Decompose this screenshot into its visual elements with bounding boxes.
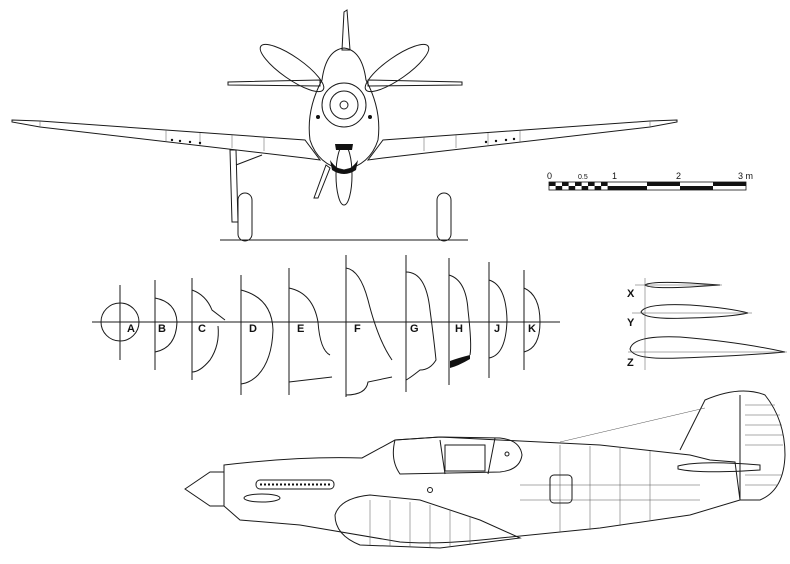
section-label-f: F (354, 323, 361, 335)
scale-bar: 0 0.5 1 2 3 m (547, 171, 753, 191)
section-label-c: C (198, 323, 206, 335)
section-label-h: H (455, 323, 463, 335)
airfoil-label-z: Z (627, 357, 634, 369)
scale-label-0-5: 0.5 (578, 174, 588, 181)
section-label-e: E (297, 323, 304, 335)
section-label-g: G (410, 323, 419, 335)
section-label-b: B (158, 323, 166, 335)
scale-label-0: 0 (547, 171, 552, 181)
scale-label-2: 2 (676, 171, 681, 181)
section-label-d: D (249, 323, 257, 335)
airfoil-label-y: Y (627, 317, 635, 329)
section-label-k: K (528, 323, 536, 335)
front-view (11, 9, 678, 242)
section-label-a: A (127, 323, 135, 335)
scale-label-1: 1 (612, 171, 617, 181)
section-label-j: J (494, 323, 500, 335)
airfoil-sections: X Y Z (627, 278, 787, 370)
side-view (184, 390, 786, 549)
cross-sections: A B C D E F G H J K (92, 255, 560, 397)
scale-label-3m: 3 m (738, 171, 753, 181)
airfoil-label-x: X (627, 288, 635, 300)
